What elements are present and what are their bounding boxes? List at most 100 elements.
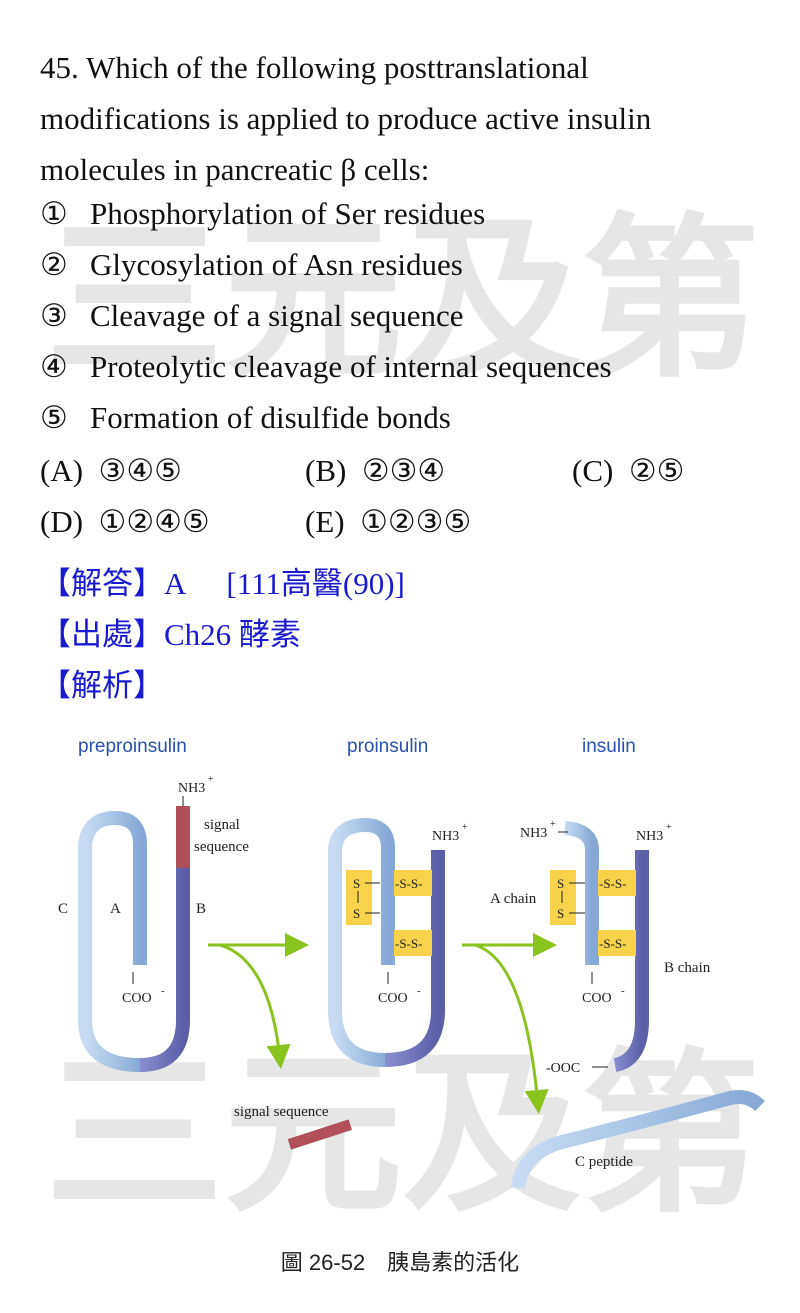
insulin-structure [550,821,649,1072]
preproinsulin-light-chain [78,810,147,1072]
plus-superscript: + [208,774,214,785]
option-number: ③ [40,298,68,333]
option-text: Formation of disulfide bonds [90,400,451,435]
ins-nh3-b-label: NH3 [636,829,663,844]
option-text: Phosphorylation of Ser residues [90,196,486,231]
arrow-to-c-peptide [474,943,549,1114]
pro-s-top: S [353,876,360,891]
option-number: ⑤ [40,400,68,435]
option-5: ⑤ Formation of disulfide bonds [40,400,740,436]
title-proinsulin: proinsulin [347,736,428,757]
choice-value: ①②③⑤ [360,504,472,539]
pro-ss-lower: -S-S- [395,936,422,951]
choice-b[interactable]: (B) ②③④ [305,453,445,489]
insulin-b-chain [613,850,649,1072]
arrow-to-signal-sequence [219,943,291,1069]
proinsulin-light-chain [328,817,395,1067]
option-2: ② Glycosylation of Asn residues [40,247,740,283]
question-line-2: modifications is applied to produce acti… [40,101,652,136]
preproinsulin-structure [78,806,190,1072]
insulin-a-chain [564,821,599,965]
pro-ss-upper: -S-S- [395,876,422,891]
disulfide-box-intrachain [346,870,372,925]
pro-s-bottom: S [353,906,360,921]
ins-s-bottom: S [557,906,564,921]
choice-value: ③④⑤ [98,453,182,488]
analysis-tag: 【解析】 [40,668,164,704]
choice-e[interactable]: (E) ①②③⑤ [305,504,471,540]
choice-label: (A) [40,453,84,488]
signal-label-1: signal [204,817,240,833]
option-text: Cleavage of a signal sequence [90,298,464,333]
option-number: ① [40,196,68,231]
ooc-label: -OOC [546,1061,580,1076]
disulfide-box-lower [394,930,432,956]
question-line-1: 45. Which of the following posttranslati… [40,50,589,85]
ins-s-top: S [557,876,564,891]
option-1: ① Phosphorylation of Ser residues [40,196,740,232]
ins-minus-superscript: - [621,985,625,997]
disulfide-box-upper [394,870,432,896]
figure-caption: 圖 26-52 胰島素的活化 [280,1250,520,1275]
choice-value: ②⑤ [628,453,685,488]
choice-a[interactable]: (A) ③④⑤ [40,453,182,489]
option-text: Proteolytic cleavage of internal sequenc… [90,349,612,384]
coo-label: COO [122,991,152,1006]
ins-plus-a: + [550,819,556,830]
source-value: Ch26 酵素 [164,617,301,652]
choice-label: (B) [305,453,347,488]
answer-tag: 【解答】 [40,566,164,602]
choice-label: (E) [305,504,345,539]
ins-coo-label: COO [582,991,612,1006]
choice-d[interactable]: (D) ①②④⑤ [40,504,210,540]
choice-value: ②③④ [361,453,446,488]
b-chain-label: B chain [664,960,711,976]
cleaved-signal-sequence [287,1119,352,1150]
option-3: ③ Cleavage of a signal sequence [40,298,740,334]
answer-value: A [164,566,187,601]
pro-plus-superscript: + [462,822,468,833]
label-c: C [58,901,68,917]
answer-line: 【解答】A [111高醫(90)] [40,558,405,603]
signal-label-2: sequence [194,839,249,855]
title-preproinsulin: preproinsulin [78,736,187,757]
preproinsulin-dark-chain [139,868,190,1072]
label-a: A [110,901,121,917]
label-b: B [196,901,206,917]
analysis-line: 【解析】 [40,660,164,705]
c-peptide [511,1090,765,1190]
question-stem: 45. Which of the following posttranslati… [40,42,780,195]
c-peptide-label: C peptide [575,1154,633,1170]
question-line-3: molecules in pancreatic β cells: [40,152,430,187]
answer-reference: [111高醫(90)] [226,566,405,601]
choice-label: (C) [572,453,614,488]
choice-label: (D) [40,504,84,539]
pro-nh3-label: NH3 [432,829,459,844]
minus-superscript: - [161,985,165,997]
signal-sequence-segment [176,806,190,868]
option-number: ② [40,247,68,282]
source-tag: 【出處】 [40,617,164,653]
ins-ss-upper: -S-S- [599,876,626,891]
insulin-disulfide-box-upper [598,870,636,896]
source-line: 【出處】Ch26 酵素 [40,609,301,654]
pro-coo-label: COO [378,991,408,1006]
choice-value: ①②④⑤ [98,504,210,539]
a-chain-label: A chain [490,891,537,907]
nh3-label: NH3 [178,781,205,796]
option-number: ④ [40,349,68,384]
insulin-disulfide-box-intrachain [550,870,576,925]
signal-sequence-label: signal sequence [234,1104,329,1120]
proinsulin-dark-chain [384,850,445,1067]
title-insulin: insulin [582,736,636,757]
proinsulin-structure [328,817,445,1067]
ins-nh3-a-label: NH3 [520,826,547,841]
choice-c[interactable]: (C) ②⑤ [572,453,684,489]
ins-ss-lower: -S-S- [599,936,626,951]
option-4: ④ Proteolytic cleavage of internal sequen… [40,349,740,385]
pro-minus-superscript: - [417,985,421,997]
insulin-activation-diagram: preproinsulin proinsulin insulin NH3 + s… [58,736,765,1190]
option-text: Glycosylation of Asn residues [90,247,463,282]
ins-plus-b: + [666,822,672,833]
insulin-disulfide-box-lower [598,930,636,956]
